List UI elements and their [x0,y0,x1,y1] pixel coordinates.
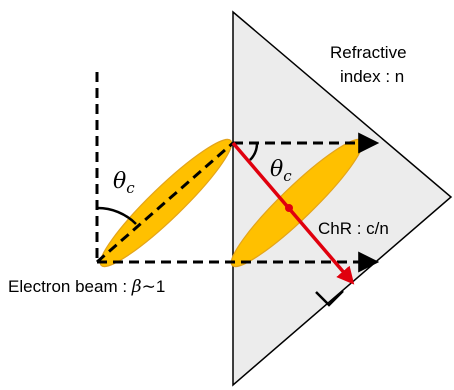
cherenkov-midpoint-dot [285,204,293,212]
right-angle-marker [315,290,344,307]
chr-label: ChR : c/n [318,219,389,238]
electron-beam-text: Electron beam : [8,277,132,296]
theta-c-left: θc [113,169,135,197]
angle-arc-left [96,206,137,225]
cherenkov-radiation-arrow [231,141,355,285]
medium-label-line2: index : n [340,67,404,86]
bunch-axis-dashed-line [96,141,234,264]
electron-bunch-left [99,138,233,268]
electron-beam-label: Electron beam : β∼1 [8,277,165,297]
theta-symbol-right: θ [270,157,283,182]
angle-arc-right [249,142,259,161]
theta-subscript-right: c [283,167,292,185]
theta-subscript-left: c [126,179,135,197]
beta-value: ∼1 [142,277,166,296]
theta-c-right: θc [270,157,292,185]
medium-label-line1: Refractive [330,43,407,62]
theta-symbol-left: θ [113,169,126,194]
beta-symbol: β [131,277,142,297]
